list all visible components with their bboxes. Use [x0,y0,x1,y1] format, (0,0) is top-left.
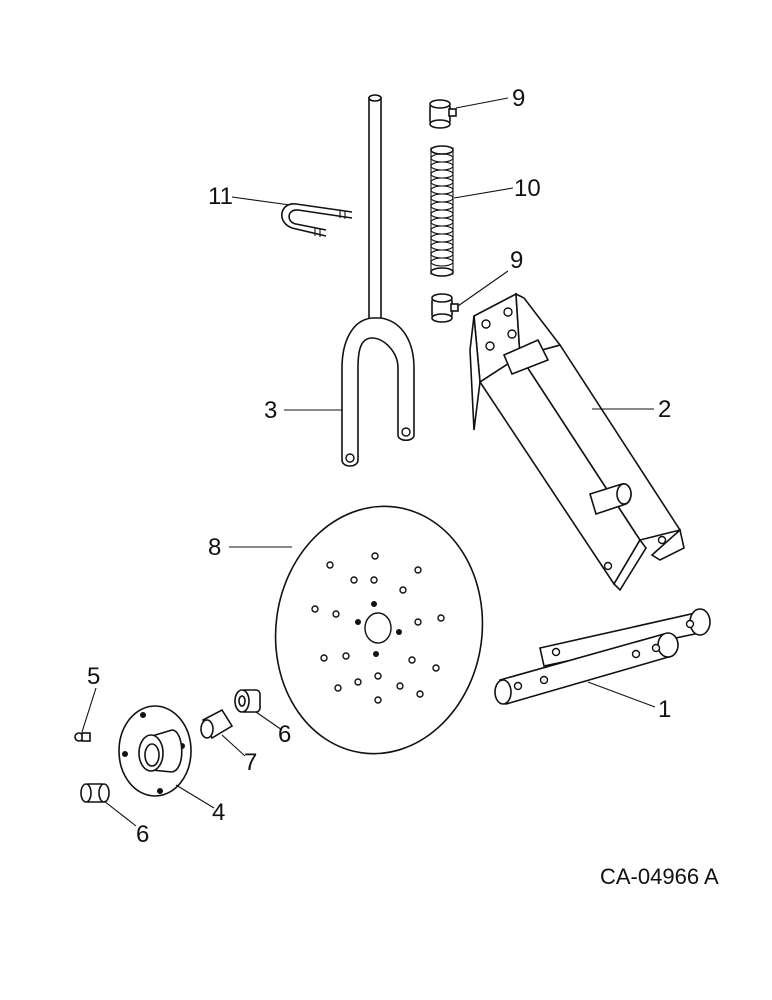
part-coil-spring [430,145,454,277]
callout-7: 7 [244,749,257,776]
callout-11: 11 [208,183,233,210]
callout-4: 4 [212,799,225,826]
callout-6-left: 6 [136,821,149,848]
callout-9-upper: 9 [512,85,525,112]
part-arm-straps [494,608,711,705]
part-mounting-bracket [469,292,685,592]
callout-9-lower: 9 [510,247,523,274]
part-u-bolt [281,203,353,237]
part-bearing-cup-left [80,783,110,803]
callout-5: 5 [87,663,100,690]
part-grease-fitting [74,732,91,742]
callout-3: 3 [264,397,277,424]
callout-10: 10 [514,175,541,202]
callout-6-right: 6 [278,721,291,748]
drawing-number: CA-04966 A [600,864,719,889]
part-fork-shaft [341,94,415,467]
part-disc-blade [274,505,484,755]
callout-2: 2 [658,396,671,423]
part-bearing-cup-right [234,689,261,713]
part-hub [118,705,192,797]
callout-1: 1 [658,696,671,723]
callout-labels: 9 10 9 11 3 2 8 1 5 6 7 4 6 [87,85,671,848]
part-collar-lower [431,293,459,323]
callout-8: 8 [208,534,221,561]
leader-lines [81,97,656,827]
part-collar-upper [429,99,457,129]
part-spacer-tube [200,708,234,740]
